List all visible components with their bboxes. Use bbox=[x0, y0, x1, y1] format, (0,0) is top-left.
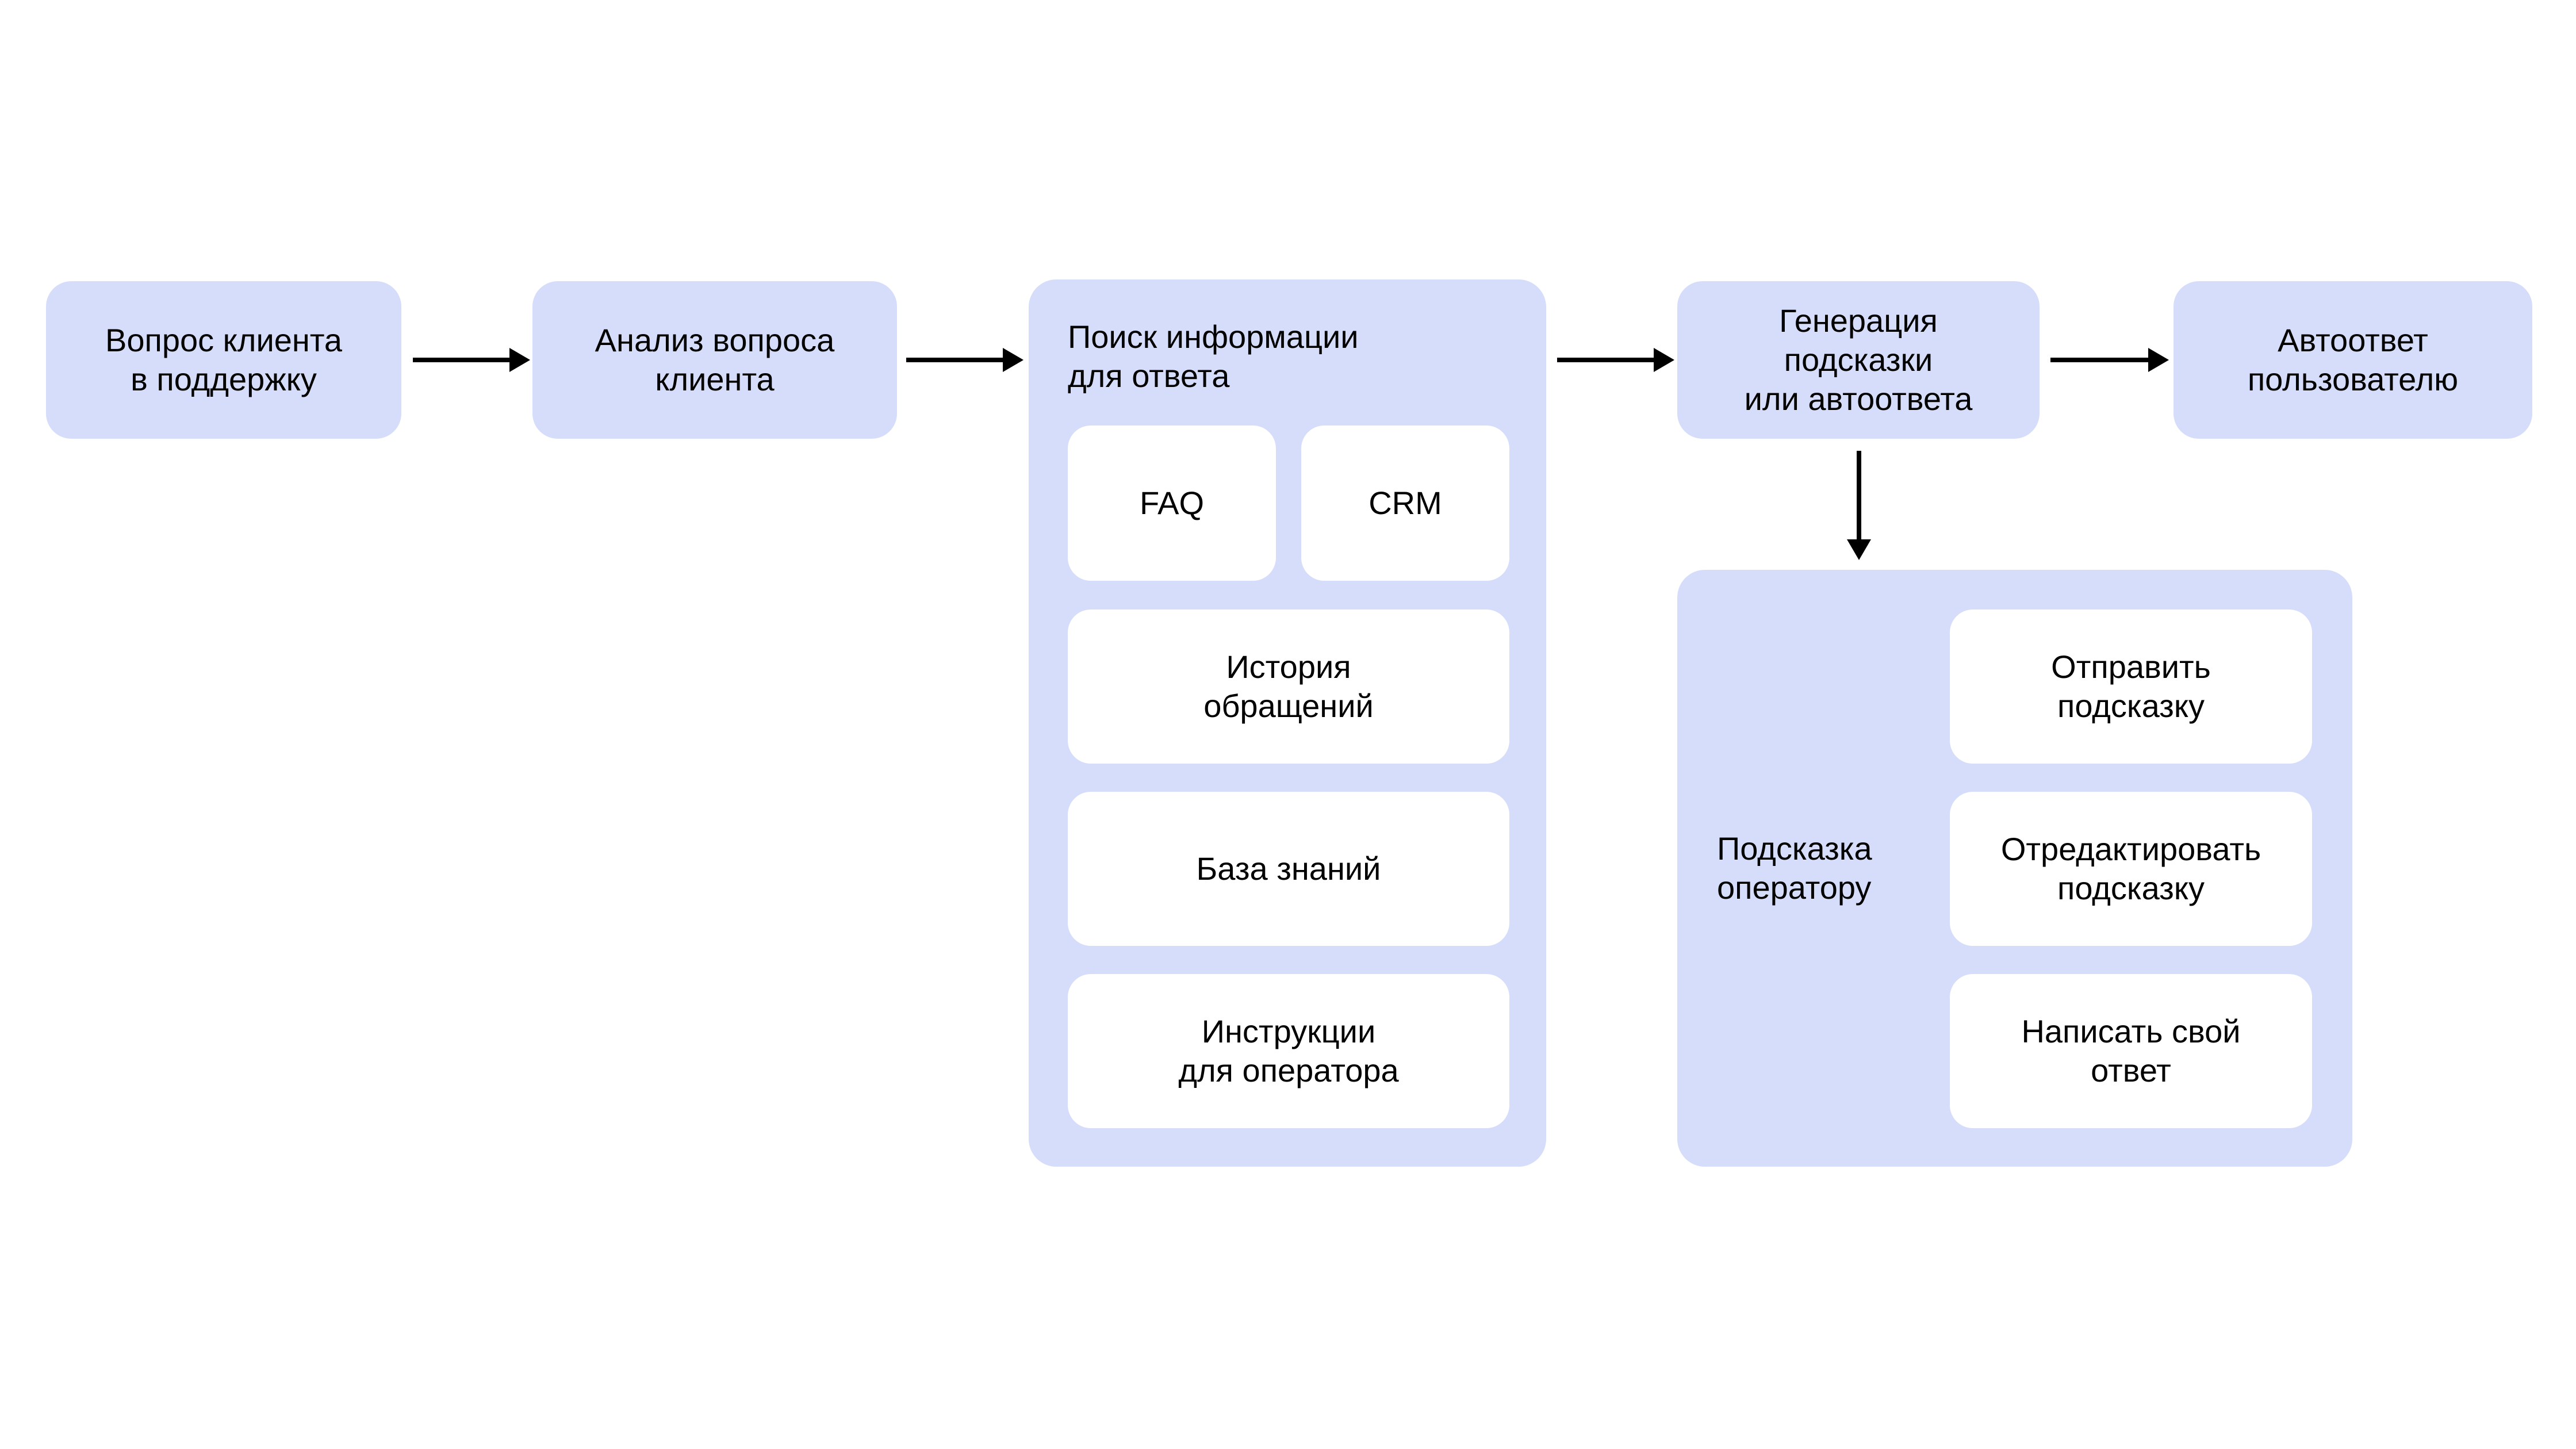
node-hint-generation: Генерация подсказки или автоответа bbox=[1677, 281, 2040, 439]
action-card-write-own-answer: Написать свой ответ bbox=[1950, 974, 2312, 1128]
arrow-generation-to-autoreply bbox=[2050, 358, 2148, 362]
node-autoreply-to-user: Автоответ пользователю bbox=[2174, 281, 2532, 439]
arrow-search-to-generation bbox=[1557, 358, 1654, 362]
action-card-edit-hint: Отредактировать подсказку bbox=[1950, 792, 2312, 946]
node-question-analysis: Анализ вопроса клиента bbox=[532, 281, 897, 439]
source-card-crm: CRM bbox=[1301, 425, 1509, 581]
container-info-search: Поиск информации для ответа FAQ CRM Исто… bbox=[1029, 279, 1546, 1167]
arrow-question-to-analysis bbox=[413, 358, 509, 362]
container-operator-hint-label: Подсказка оператору bbox=[1717, 830, 1872, 906]
container-operator-hint: Подсказка оператору Отправить подсказку … bbox=[1677, 570, 2352, 1167]
source-card-faq: FAQ bbox=[1068, 425, 1276, 581]
arrow-analysis-to-search bbox=[906, 358, 1003, 362]
action-card-send-hint: Отправить подсказку bbox=[1950, 610, 2312, 764]
node-customer-question: Вопрос клиента в поддержку bbox=[46, 281, 401, 439]
source-card-operator-instructions: Инструкции для оператора bbox=[1068, 974, 1509, 1128]
source-card-knowledge-base: База знаний bbox=[1068, 792, 1509, 946]
container-info-search-title: Поиск информации для ответа bbox=[1068, 319, 1359, 394]
arrow-generation-to-operator-hint bbox=[1857, 451, 1861, 539]
source-card-ticket-history: История обращений bbox=[1068, 610, 1509, 764]
